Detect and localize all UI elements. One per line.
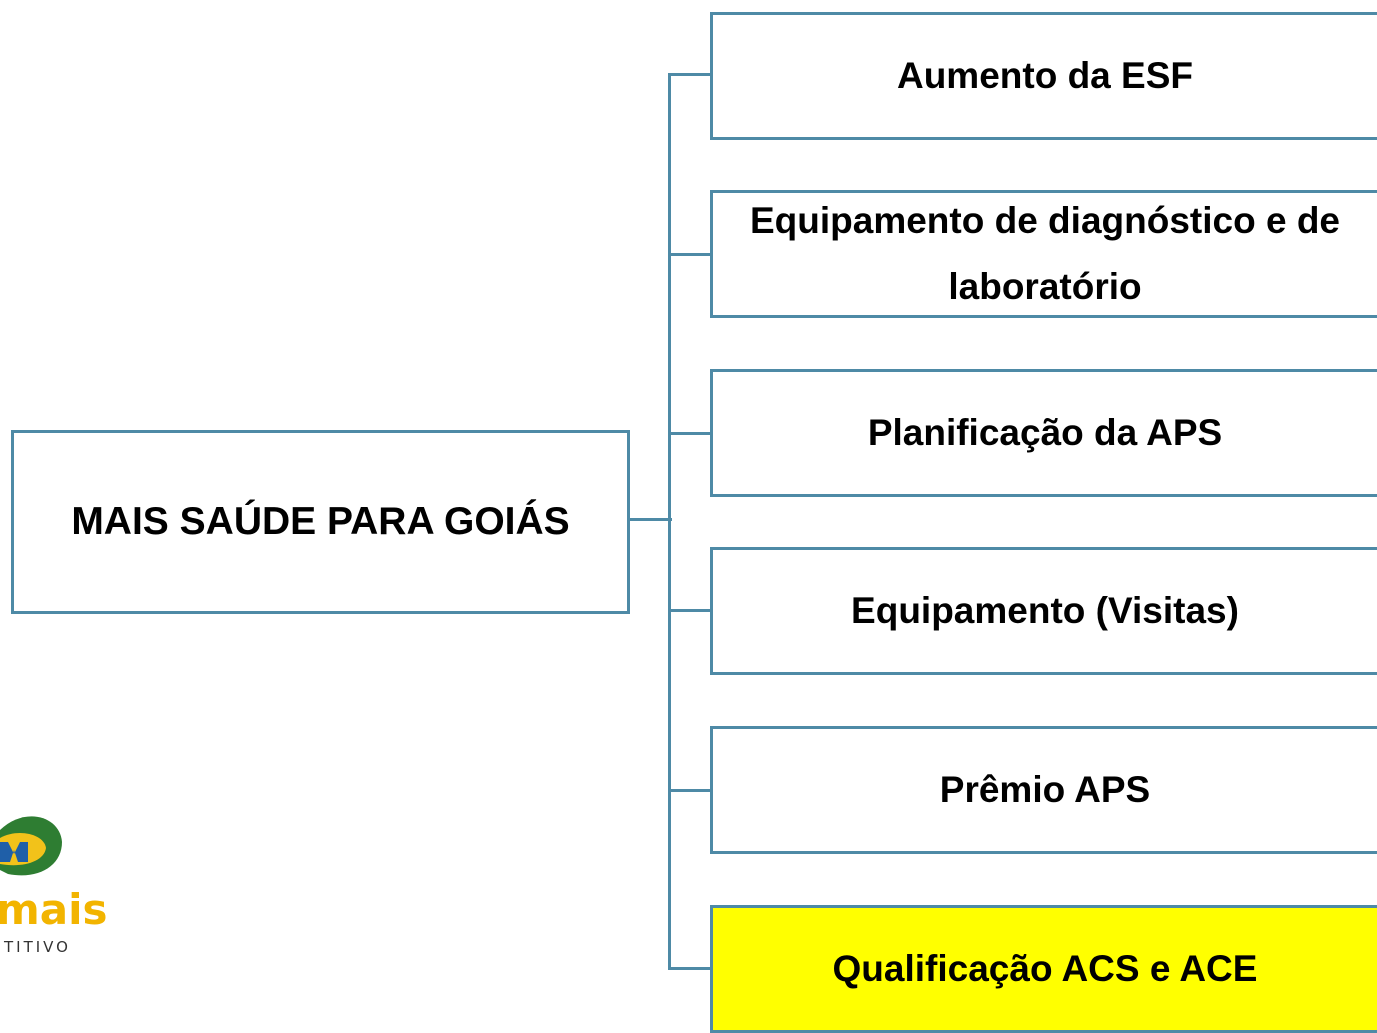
child-node-label: Equipamento (Visitas) — [851, 590, 1239, 631]
logo: mais TITIVO — [0, 800, 110, 960]
child-node-aumento-esf: Aumento da ESF — [710, 12, 1377, 140]
branch-connector — [668, 253, 712, 256]
logo-subtext: TITIVO — [3, 938, 71, 956]
logo-text: mais — [0, 885, 108, 934]
trunk-line — [668, 73, 671, 970]
child-node-label: Equipamento de diagnóstico e de laborató… — [749, 200, 1340, 307]
root-connector — [630, 518, 672, 521]
child-node-equipamento-visitas: Equipamento (Visitas) — [710, 547, 1377, 675]
child-node-premio-aps: Prêmio APS — [710, 726, 1377, 854]
branch-connector — [668, 967, 712, 970]
logo-icon: mais TITIVO — [0, 816, 108, 956]
branch-connector — [668, 609, 712, 612]
child-node-qualificacao-acs-ace: Qualificação ACS e ACE — [710, 905, 1377, 1033]
root-node-label: MAIS SAÚDE PARA GOIÁS — [71, 500, 570, 543]
root-node: MAIS SAÚDE PARA GOIÁS — [11, 430, 630, 614]
branch-connector — [668, 73, 712, 76]
child-node-label: Planificação da APS — [867, 412, 1223, 453]
child-node-equipamento-diagnostico: Equipamento de diagnóstico e de laborató… — [710, 190, 1377, 318]
branch-connector — [668, 789, 712, 792]
child-node-label: Prêmio APS — [939, 769, 1151, 810]
child-node-label: Aumento da ESF — [896, 55, 1194, 96]
child-node-label: Qualificação ACS e ACE — [832, 948, 1258, 989]
child-node-planificacao-aps: Planificação da APS — [710, 369, 1377, 497]
branch-connector — [668, 432, 712, 435]
